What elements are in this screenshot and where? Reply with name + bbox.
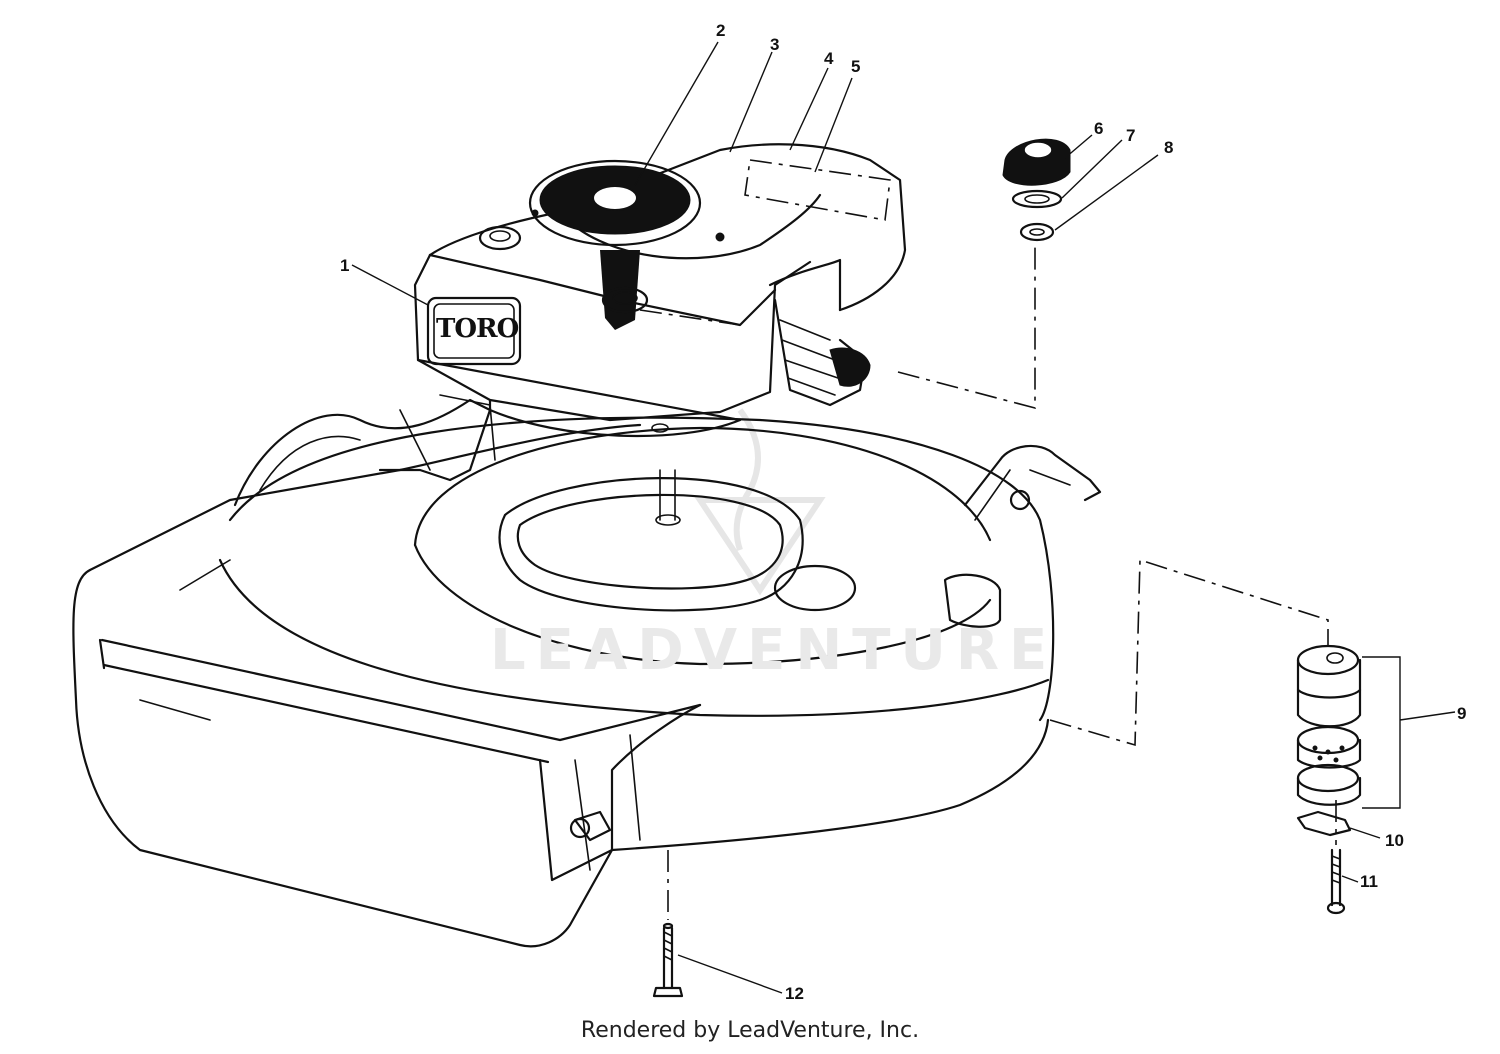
callout-8: 8: [1164, 138, 1174, 157]
deck-bolt: [652, 922, 684, 998]
mower-deck: [72, 394, 1102, 948]
callout-6: 6: [1094, 119, 1104, 138]
watermark-logo: [694, 408, 826, 596]
air-cleaner-knob: [1002, 138, 1071, 242]
wheel-adapter-stack: [1296, 644, 1362, 915]
callout-2: 2: [716, 21, 726, 40]
assembly-lines: [639, 240, 1337, 920]
callout-1: 1: [340, 256, 350, 275]
callout-9: 9: [1457, 704, 1467, 723]
callout-10: 10: [1385, 831, 1404, 850]
toro-brand-plate: TORO: [436, 314, 519, 344]
callout-7: 7: [1126, 126, 1136, 145]
watermark-text: LEADVENTURE: [490, 618, 1058, 683]
callout-11: 11: [1360, 872, 1378, 891]
footer-credit: Rendered by LeadVenture, Inc.: [580, 1018, 920, 1043]
engine-assembly: [413, 143, 907, 438]
leader-lines: [351, 41, 1456, 994]
callout-5: 5: [851, 57, 861, 76]
callout-3: 3: [770, 35, 780, 54]
callout-12: 12: [785, 984, 804, 1003]
callout-4: 4: [824, 49, 834, 68]
